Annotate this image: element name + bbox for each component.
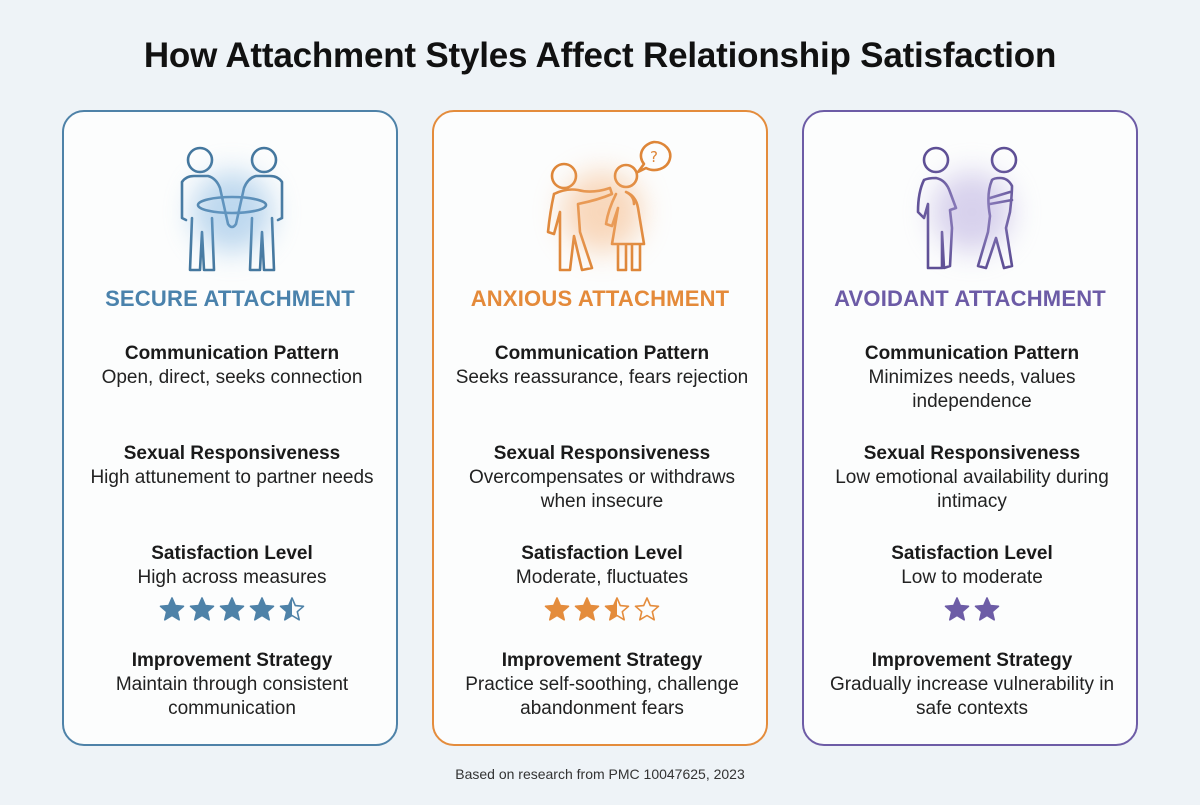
card-title: AVOIDANT ATTACHMENT (834, 286, 1106, 311)
satisfaction-level-section: Satisfaction Level Low to moderate (814, 542, 1130, 622)
section-value: Low emotional availability during intima… (835, 467, 1109, 512)
star-icon (219, 597, 245, 621)
section-value: Open, direct, seeks connection (101, 367, 363, 388)
section-heading: Sexual Responsiveness (863, 443, 1081, 464)
star-icon (974, 597, 1000, 621)
card-title: ANXIOUS ATTACHMENT (470, 286, 730, 311)
star-rating (814, 596, 1130, 622)
section-value: Minimizes needs, values independence (868, 367, 1076, 412)
section-heading: Communication Pattern (864, 343, 1080, 364)
section-heading: Sexual Responsiveness (493, 443, 711, 464)
sexual-responsiveness-section: Sexual Responsiveness Low emotional avai… (814, 442, 1130, 514)
section-value: Overcompensates or withdraws when insecu… (468, 467, 736, 512)
star-rating (74, 596, 390, 622)
satisfaction-level-section: Satisfaction Level Moderate, fluctuates (444, 542, 760, 622)
improvement-strategy-section: Improvement Strategy Maintain through co… (74, 649, 390, 721)
communication-pattern-section: Communication Pattern Open, direct, seek… (74, 342, 390, 390)
star-icon (159, 597, 185, 621)
section-heading: Sexual Responsiveness (123, 443, 341, 464)
improvement-strategy-section: Improvement Strategy Practice self-sooth… (444, 649, 760, 721)
section-value: High attunement to partner needs (90, 467, 374, 488)
section-value: Seeks reassurance, fears rejection (455, 367, 749, 388)
communication-pattern-section: Communication Pattern Minimizes needs, v… (814, 342, 1130, 414)
improvement-strategy-section: Improvement Strategy Gradually increase … (814, 649, 1130, 721)
section-value: Low to moderate (901, 567, 1043, 588)
satisfaction-level-section: Satisfaction Level High across measures (74, 542, 390, 622)
section-heading: Satisfaction Level (521, 543, 683, 564)
section-value: Maintain through consistent communicatio… (115, 674, 349, 719)
sexual-responsiveness-section: Sexual Responsiveness Overcompensates or… (444, 442, 760, 514)
person-reaching-questioning-person-icon: ? (502, 132, 702, 282)
star-icon (574, 597, 600, 621)
star-rating (444, 596, 760, 622)
star-icon (604, 597, 630, 621)
section-heading: Improvement Strategy (501, 650, 703, 671)
star-icon (944, 597, 970, 621)
two-people-embracing-icon (132, 132, 332, 282)
card-avoidant-attachment: AVOIDANT ATTACHMENT Communication Patter… (802, 110, 1138, 746)
svg-text:?: ? (650, 148, 658, 166)
section-value: Practice self-soothing, challenge abando… (465, 674, 739, 719)
section-heading: Satisfaction Level (151, 543, 313, 564)
section-value: High across measures (137, 567, 327, 588)
card-anxious-attachment: ? ANXIOUS ATTACHMENT Communication Patte… (432, 110, 768, 746)
page-title: How Attachment Styles Affect Relationshi… (143, 36, 1057, 75)
card-title: SECURE ATTACHMENT (105, 286, 355, 311)
communication-pattern-section: Communication Pattern Seeks reassurance,… (444, 342, 760, 390)
star-icon (634, 597, 660, 621)
section-heading: Improvement Strategy (131, 650, 333, 671)
star-icon (279, 597, 305, 621)
section-value: Moderate, fluctuates (515, 567, 689, 588)
section-heading: Improvement Strategy (871, 650, 1073, 671)
section-value: Gradually increase vulnerability in safe… (829, 674, 1115, 719)
star-icon (249, 597, 275, 621)
star-icon (544, 597, 570, 621)
two-people-turned-away-icon (872, 132, 1072, 282)
sexual-responsiveness-section: Sexual Responsiveness High attunement to… (74, 442, 390, 490)
section-heading: Satisfaction Level (891, 543, 1053, 564)
source-footnote: Based on research from PMC 10047625, 202… (455, 766, 745, 782)
card-secure-attachment: SECURE ATTACHMENT Communication Pattern … (62, 110, 398, 746)
section-heading: Communication Pattern (494, 343, 710, 364)
section-heading: Communication Pattern (124, 343, 340, 364)
star-icon (189, 597, 215, 621)
